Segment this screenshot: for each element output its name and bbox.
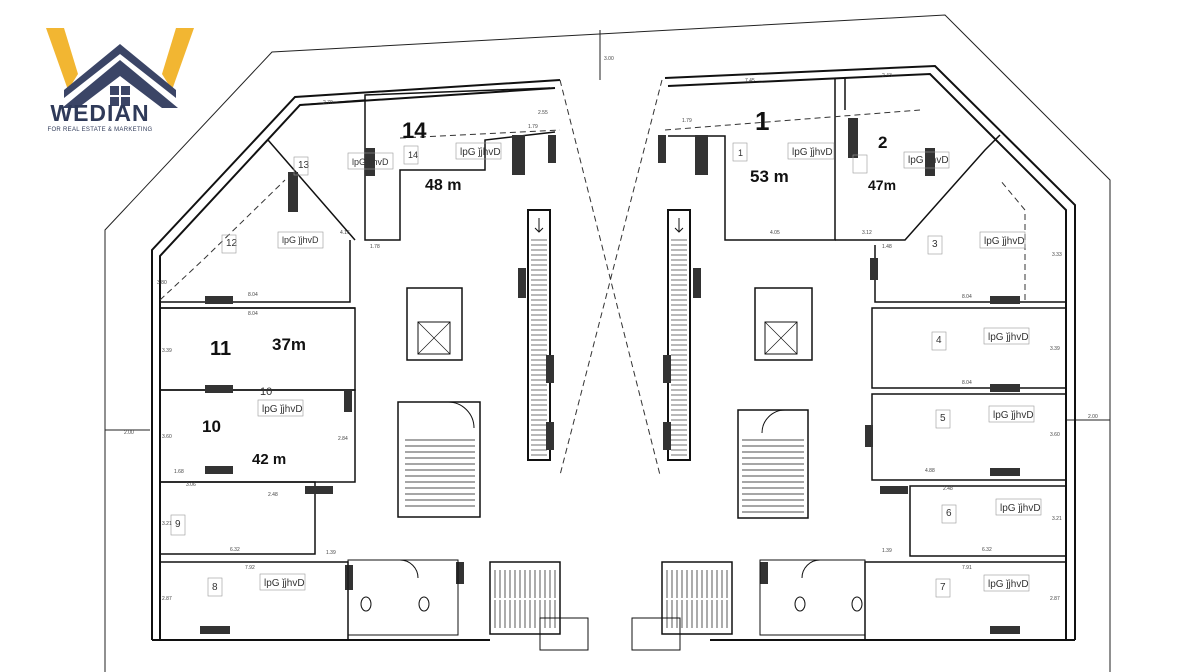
unit-10-area: 42 m [252, 451, 286, 468]
svg-text:3.21: 3.21 [162, 521, 172, 527]
unit-14-area: 48 m [425, 177, 461, 194]
svg-text:1.68: 1.68 [174, 469, 184, 475]
escalator-left [527, 209, 551, 461]
bathrooms [347, 559, 866, 651]
unit-13-number: 13 [298, 160, 310, 171]
svg-text:2.48: 2.48 [943, 486, 953, 492]
escalator-arrows [534, 218, 684, 233]
svg-text:1.79: 1.79 [682, 118, 692, 124]
svg-text:2.00: 2.00 [124, 430, 134, 436]
unit-10-small: 10 [260, 386, 272, 398]
svg-text:1.79: 1.79 [528, 124, 538, 130]
svg-text:8.04: 8.04 [962, 294, 972, 300]
svg-text:7.91: 7.91 [962, 565, 972, 571]
svg-text:7.92: 7.92 [245, 565, 255, 571]
svg-text:3.60: 3.60 [1050, 432, 1060, 438]
unit-3-number: 3 [932, 239, 938, 250]
unit-9-number: 9 [175, 519, 181, 530]
svg-text:8.04: 8.04 [962, 380, 972, 386]
left-units [159, 87, 556, 641]
wedian-logo-mark [46, 28, 194, 108]
unit-6-tag: lpG ǰjhvD [1000, 503, 1041, 514]
unit-3-tag: lpG ǰjhvD [984, 236, 1025, 247]
elevator-left [406, 287, 463, 361]
svg-text:2.00: 2.00 [1088, 414, 1098, 420]
unit-1-area: 53 m [750, 167, 789, 186]
svg-text:3.21: 3.21 [1052, 516, 1062, 522]
svg-text:1.78: 1.78 [370, 244, 380, 250]
svg-text:3.39: 3.39 [1050, 346, 1060, 352]
unit-13-tag: lpG ǰjhvD [352, 157, 389, 167]
corridor-dashes [159, 79, 1026, 476]
unit-2-area: 47m [868, 177, 896, 193]
svg-text:2.84: 2.84 [338, 436, 348, 442]
svg-text:4.88: 4.88 [925, 468, 935, 474]
svg-text:1.39: 1.39 [882, 548, 892, 554]
svg-text:2.87: 2.87 [1050, 596, 1060, 602]
svg-text:3.39: 3.39 [162, 348, 172, 354]
columns [200, 118, 1020, 634]
svg-text:2.43: 2.43 [882, 73, 892, 79]
svg-text:7.45: 7.45 [745, 78, 755, 84]
unit-1-number: 1 [755, 106, 769, 136]
svg-text:1.48: 1.48 [882, 244, 892, 250]
svg-text:2.55: 2.55 [538, 110, 548, 116]
wedian-logo [40, 20, 200, 160]
svg-text:3.33: 3.33 [1052, 252, 1062, 258]
unit-11-area: 37m [272, 335, 306, 354]
svg-text:2.48: 2.48 [268, 492, 278, 498]
svg-text:3.60: 3.60 [162, 434, 172, 440]
unit-14-tag: lpG ǰjhvD [460, 147, 501, 158]
unit-7-number: 7 [940, 582, 946, 593]
svg-text:8.04: 8.04 [248, 292, 258, 298]
dimension-labels: 2.00 2.00 7.45 2.43 2.70 2.55 1.79 1.79 … [124, 56, 1098, 602]
stair-left [397, 401, 481, 518]
svg-text:4.16: 4.16 [340, 230, 350, 236]
unit-14-number: 14 [402, 118, 427, 143]
unit-10-number: 10 [202, 417, 221, 436]
label-frames [170, 142, 1042, 598]
unit-1-tag: lpG ǰjhvD [792, 147, 833, 158]
unit-4-number: 4 [936, 335, 942, 346]
svg-text:3.06: 3.06 [186, 482, 196, 488]
brand-tagline: FOR REAL ESTATE & MARKETING [47, 127, 153, 133]
svg-text:1.39: 1.39 [326, 550, 336, 556]
svg-text:3.80: 3.80 [157, 280, 167, 286]
svg-text:6.32: 6.32 [230, 547, 240, 553]
stair-bottom [489, 561, 733, 635]
unit-7-tag: lpG ǰjhvD [988, 579, 1029, 590]
stair-right [737, 409, 809, 519]
unit-2-tag: lpG ǰjhvD [908, 155, 949, 166]
unit-14-small: 14 [408, 150, 418, 160]
unit-8-tag: lpG ǰjhvD [264, 578, 305, 589]
elevator-right [754, 287, 813, 361]
unit-11-number: 11 [210, 338, 231, 360]
svg-text:6.32: 6.32 [982, 547, 992, 553]
unit-1-small: 1 [738, 148, 743, 158]
svg-text:4.05: 4.05 [770, 230, 780, 236]
escalator-right [667, 209, 691, 461]
unit-4-tag: lpG ǰjhvD [988, 332, 1029, 343]
unit-2-number: 2 [878, 133, 887, 152]
unit-8-number: 8 [212, 582, 218, 593]
site-boundary [104, 14, 1111, 672]
brand-name: WEDIAN [50, 100, 150, 126]
unit-5-number: 5 [940, 413, 946, 424]
svg-text:3.00: 3.00 [604, 56, 614, 62]
svg-text:2.70: 2.70 [323, 100, 333, 106]
svg-text:2.87: 2.87 [162, 596, 172, 602]
unit-6-number: 6 [946, 508, 952, 519]
svg-text:3.12: 3.12 [862, 230, 872, 236]
svg-text:8.04: 8.04 [248, 311, 258, 317]
unit-12-tag: lpG ǰjhvD [282, 235, 319, 245]
unit-5-tag: lpG ǰjhvD [993, 410, 1034, 421]
unit-12-number: 12 [226, 238, 238, 249]
unit-labels: 1 53 m lpG ǰjhvD 1 2 47m lpG ǰjhvD 3 lpG… [175, 106, 1041, 593]
unit-10-tag: lpG ǰjhvD [262, 404, 303, 415]
